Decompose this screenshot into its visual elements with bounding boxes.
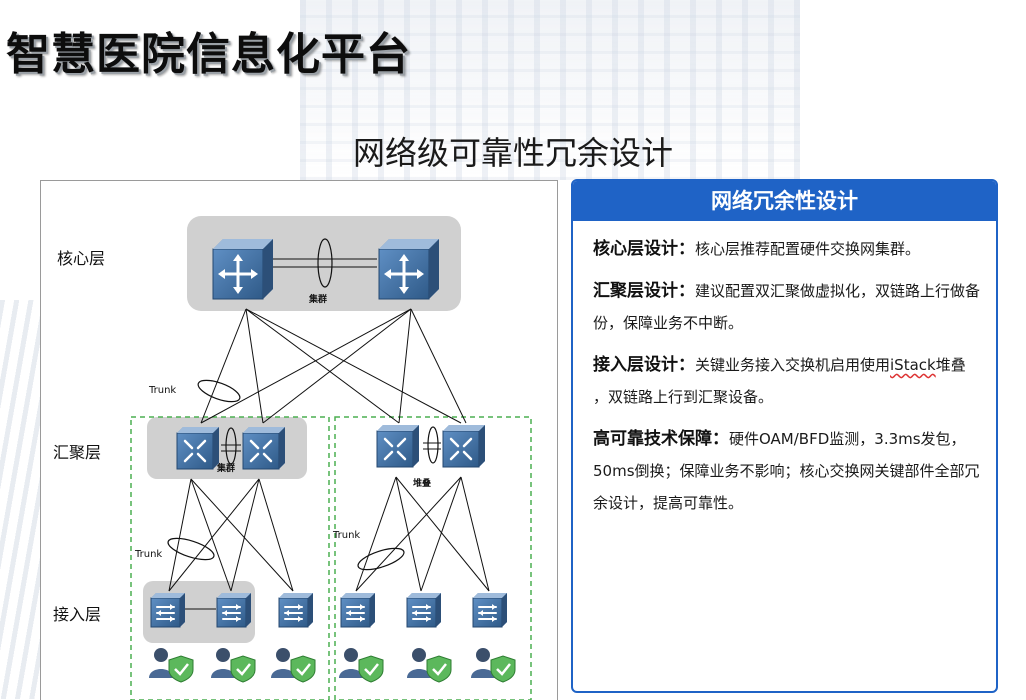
agg-access-left-links [168,478,294,592]
trunk-label-upper: Trunk [148,385,176,396]
info-panel: 网络冗余性设计 核心层设计：核心层推荐配置硬件交换网集群。 汇聚层设计：建议配置… [571,179,998,693]
agg-switch-1 [175,425,221,471]
background-building-image [300,0,800,180]
zone-left-dashed [130,416,330,700]
info-item-core: 核心层设计：核心层推荐配置硬件交换网集群。 [593,239,921,259]
access-switch-1 [150,592,186,628]
info-item-reliability: 高可靠技术保障：硬件OAM/BFD监测，3.3ms发包，50ms倒换；保障业务不… [593,429,980,512]
access-switch-3 [278,592,314,628]
stack-label-agg: 堆叠 [413,477,431,489]
trunk-ellipse-upper [197,379,241,403]
user-shield-icon [209,646,257,684]
trunk-ellipse-left [167,537,215,561]
cluster-label-core: 集群 [308,293,327,305]
trunk-ellipse-right [357,547,405,571]
user-shield-icon [405,646,453,684]
agg-switch-2 [241,425,287,471]
layer-label-aggregation: 汇聚层 [53,443,102,462]
background-side-decoration [0,300,40,699]
user-shield-icon [147,646,195,684]
zone-right-dashed [334,416,532,700]
layer-label-core: 核心层 [57,249,106,268]
info-panel-header: 网络冗余性设计 [573,181,996,221]
core-aggregation-links [200,308,467,424]
network-diagram-panel: 核心层 汇聚层 接入层 [40,180,558,700]
core-switch-1 [211,237,275,301]
topology-svg: Trunk Trunk Trunk 集群 集群 堆叠 [130,216,532,700]
page-title: 智慧医院信息化平台 [6,29,411,80]
agg-switch-3 [375,423,421,469]
access-switch-6 [472,592,508,628]
page-subtitle: 网络级可靠性冗余设计 [352,134,673,172]
agg-left-ellipse [225,427,237,465]
agg-switch-4 [441,423,487,469]
access-switch-2 [216,592,252,628]
user-shield-icon [337,646,385,684]
user-shield-icon [469,646,517,684]
trunk-label-left: Trunk [134,549,162,560]
core-cluster-ellipse [317,238,333,288]
layer-label-access: 接入层 [53,605,102,624]
access-switch-5 [406,592,442,628]
agg-right-ellipse [427,426,439,464]
agg-access-right-links [355,476,490,592]
user-shield-icon [269,646,317,684]
info-item-aggregation: 汇聚层设计：建议配置双汇聚做虚拟化，双链路上行做备份，保障业务不中断。 [593,281,981,332]
access-switch-4 [340,592,376,628]
core-switch-2 [377,237,441,301]
trunk-label-right: Trunk [332,530,360,541]
core-cluster-link [273,258,377,268]
cluster-label-agg: 集群 [216,462,235,474]
info-panel-body: 核心层设计：核心层推荐配置硬件交换网集群。 汇聚层设计：建议配置双汇聚做虚拟化，… [573,221,996,519]
info-item-access: 接入层设计：关键业务接入交换机启用使用iStack堆叠 ，双链路上行到汇聚设备。 [593,355,966,406]
